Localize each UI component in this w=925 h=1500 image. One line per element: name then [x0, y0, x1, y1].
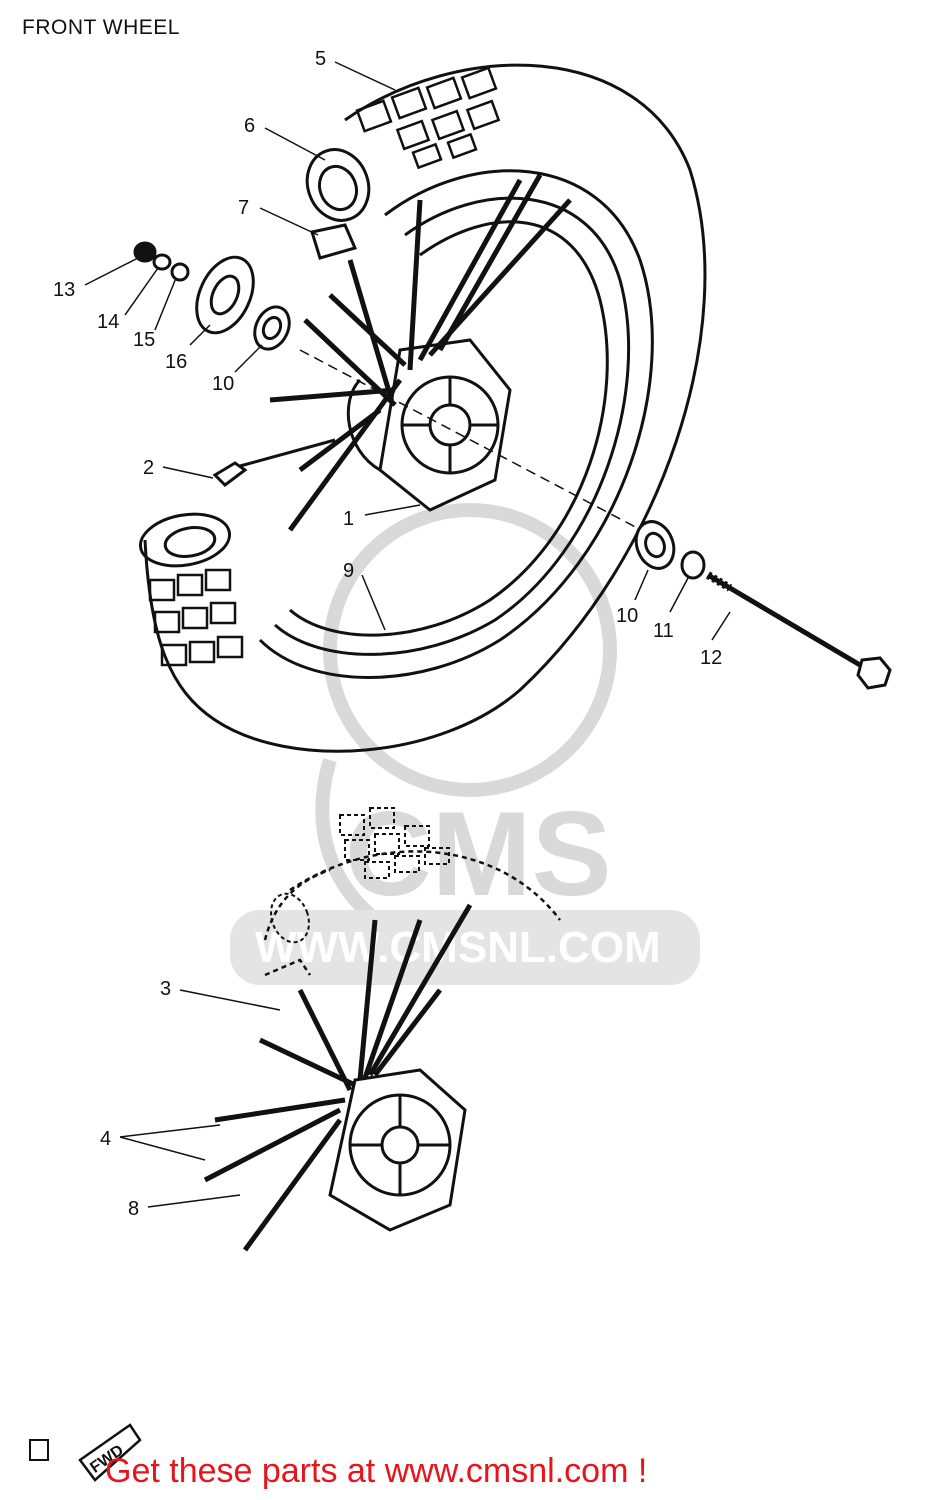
leader-lines	[84, 61, 731, 1208]
callout-10-right: 10	[616, 605, 638, 627]
callout-12: 12	[700, 647, 722, 669]
front-wheel-upper	[138, 63, 707, 753]
watermark-url: WWW.CMSNL.COM	[255, 923, 661, 972]
page-title: FRONT WHEEL	[22, 16, 180, 39]
callout-16: 16	[165, 351, 187, 373]
callout-14: 14	[97, 311, 119, 333]
callout-10-left: 10	[212, 373, 234, 395]
callout-9: 9	[343, 560, 354, 582]
right-side-parts	[634, 520, 892, 690]
left-side-parts	[133, 241, 336, 487]
callout-1: 1	[343, 508, 354, 530]
callout-2: 2	[143, 457, 154, 479]
callout-4: 4	[100, 1128, 111, 1150]
callout-11: 11	[653, 620, 674, 642]
callout-5: 5	[315, 48, 326, 70]
watermark-brand: CMS	[345, 787, 612, 921]
callout-15: 15	[133, 329, 155, 351]
footer-link[interactable]: Get these parts at www.cmsnl.com !	[105, 1452, 648, 1490]
callout-8: 8	[128, 1198, 139, 1220]
callout-3: 3	[160, 978, 171, 1000]
cms-watermark: CMS WWW.CMSNL.COM	[230, 503, 700, 985]
callout-7: 7	[238, 197, 249, 219]
callout-6: 6	[244, 115, 255, 137]
front-wheel-lower	[203, 807, 561, 1252]
callout-labels: 5 6 7 13 14 15 16 10 2 1 9 10 11 12 3 4 …	[53, 48, 722, 1220]
callout-13: 13	[53, 279, 75, 301]
